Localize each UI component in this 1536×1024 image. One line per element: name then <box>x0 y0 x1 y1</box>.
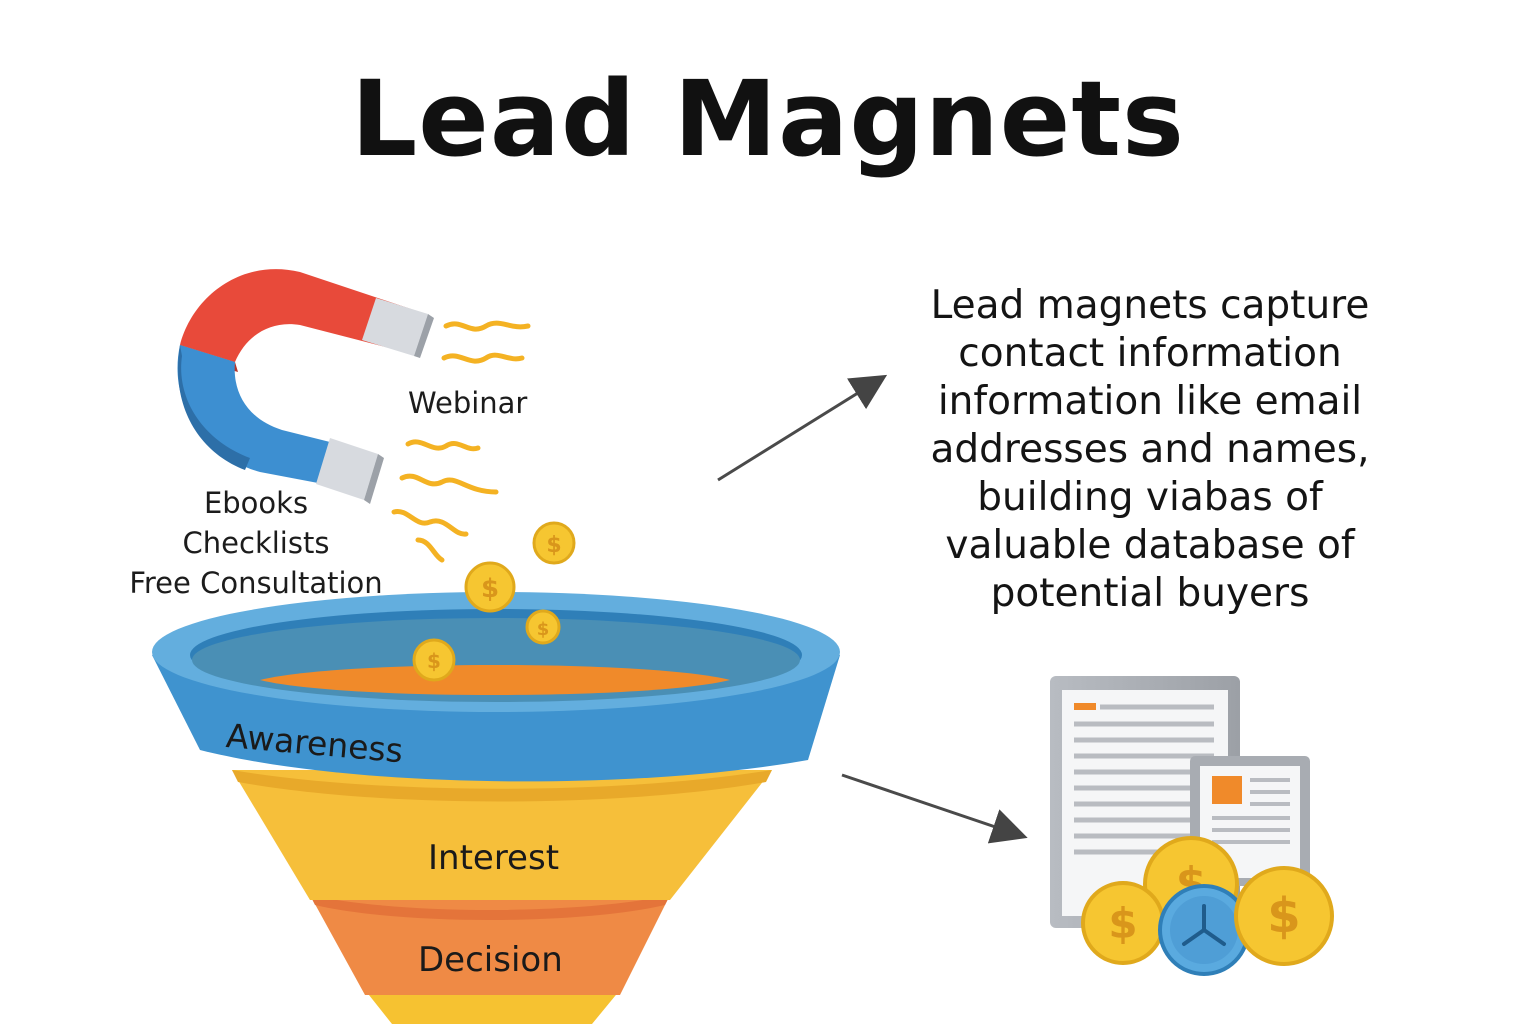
label-free-consultation: Free Consultation <box>129 566 383 600</box>
svg-text:$: $ <box>481 574 499 604</box>
description-line: addresses and names, <box>930 427 1370 472</box>
svg-text:$: $ <box>427 649 441 673</box>
description-line: information like email <box>937 379 1363 424</box>
coin-icon: $ <box>412 638 456 682</box>
dollar-sign-icon: $ <box>1234 866 1334 966</box>
arrow-to-description <box>717 374 888 482</box>
description-line: Lead magnets capture <box>930 283 1370 328</box>
svg-text:$: $ <box>1108 899 1137 948</box>
description-line: potential buyers <box>990 571 1310 616</box>
magnet-icon <box>177 269 434 504</box>
coin-icon: $ <box>525 609 561 645</box>
coin-icon: $ <box>532 521 576 565</box>
dollar-sign-icon: $ <box>1081 881 1165 965</box>
funnel <box>152 592 840 1024</box>
page-title: Lead Magnets <box>351 58 1185 180</box>
coin-icon: $ <box>464 561 516 613</box>
funnel-stage-decision: Decision <box>418 940 563 980</box>
description-line: contact information <box>958 331 1342 376</box>
label-webinar: Webinar <box>408 386 528 420</box>
description-text: Lead magnets capture contact information… <box>900 282 1400 618</box>
label-ebooks: Ebooks <box>203 486 309 520</box>
svg-text:$: $ <box>546 533 561 558</box>
svg-text:$: $ <box>537 619 550 640</box>
description-line: valuable database of <box>945 523 1355 568</box>
funnel-stage-interest: Interest <box>428 838 560 878</box>
svg-text:$: $ <box>1267 888 1300 944</box>
arrow-to-database <box>841 773 1028 844</box>
clock-icon <box>1158 884 1250 976</box>
description-line: building viabas of <box>977 475 1323 520</box>
label-checklists: Checklists <box>182 526 330 560</box>
